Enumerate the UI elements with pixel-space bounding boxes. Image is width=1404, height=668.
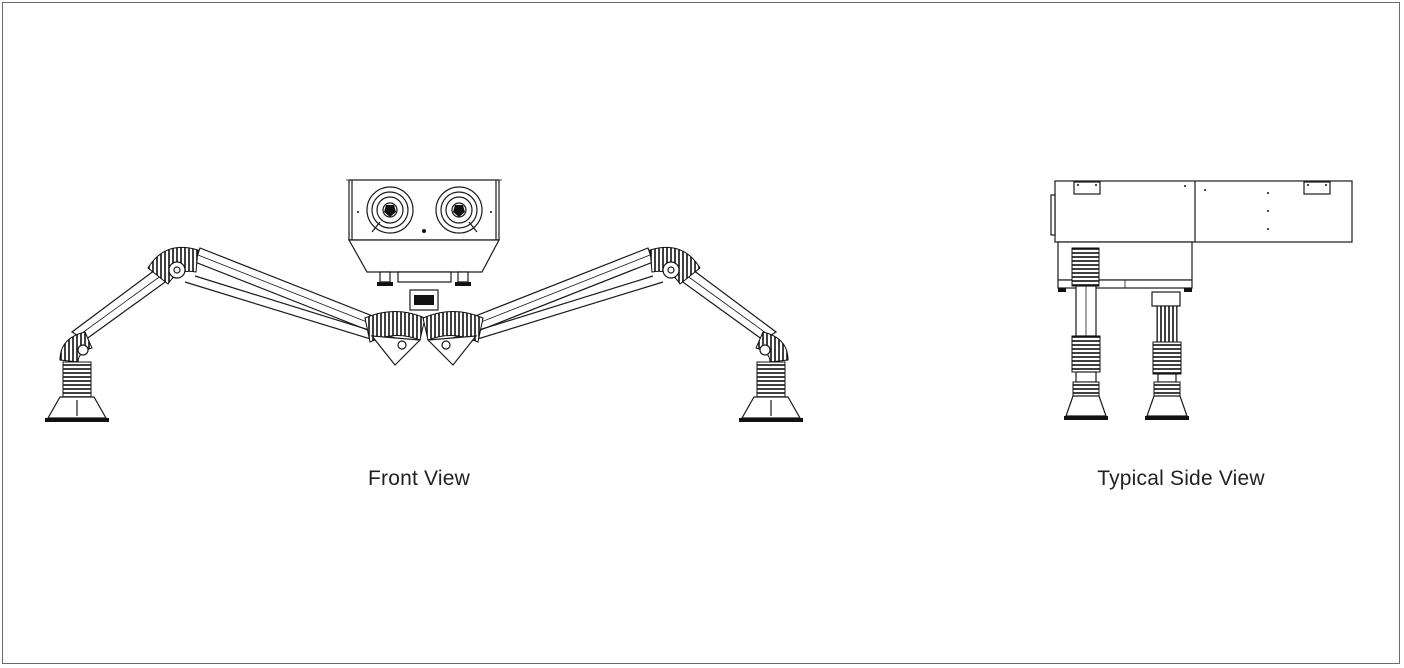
fan-right bbox=[435, 186, 483, 234]
front-view-caption: Front View bbox=[368, 467, 470, 490]
front-view bbox=[45, 179, 803, 422]
left-arm bbox=[45, 246, 426, 422]
right-arm bbox=[422, 246, 803, 422]
side-view-caption: Typical Side View bbox=[1097, 467, 1265, 490]
front-cabinet bbox=[346, 179, 502, 311]
side-view bbox=[1050, 180, 1353, 420]
fan-left bbox=[366, 186, 414, 234]
